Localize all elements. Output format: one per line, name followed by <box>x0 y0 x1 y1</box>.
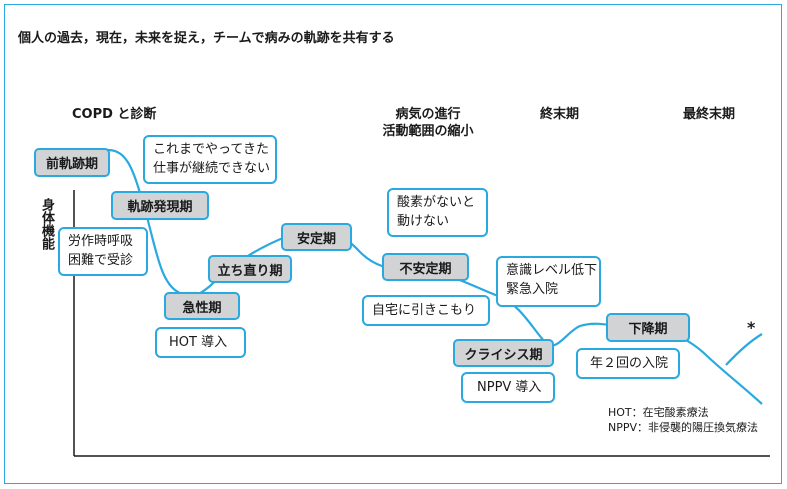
note-dyspnea-line2: 困難で受診 <box>68 253 134 268</box>
note-consciousness-line2: 緊急入院 <box>506 282 559 297</box>
note-no-oxygen: 酸素がないと 動けない <box>387 188 488 237</box>
stage-acute: 急性期 <box>164 292 240 320</box>
stage-unstable: 不安定期 <box>382 253 469 281</box>
phase-progression-line2: 活動範囲の縮小 <box>382 124 474 139</box>
phase-diagnosis: COPD と診断 <box>72 107 157 122</box>
note-work-line2: 仕事が継続できない <box>153 161 271 176</box>
note-consciousness-line1: 意識レベル低下 <box>506 263 598 278</box>
note-consciousness: 意識レベル低下 緊急入院 <box>496 256 601 307</box>
trajectory-uptick <box>725 333 763 366</box>
stage-pre-trajectory: 前軌跡期 <box>34 148 110 177</box>
note-no-oxygen-line2: 動けない <box>397 214 450 229</box>
stage-crisis: クライシス期 <box>453 339 554 367</box>
note-work-line1: これまでやってきた <box>153 142 269 157</box>
note-dyspnea-visit: 労作時呼吸 困難で受診 <box>58 227 148 276</box>
stage-trajectory-onset: 軌跡発現期 <box>111 191 209 220</box>
note-dyspnea-line1: 労作時呼吸 <box>68 234 134 249</box>
legend-hot: HOT：在宅酸素療法 <box>608 406 709 419</box>
figure-frame <box>4 4 782 484</box>
phase-progression-line1: 病気の進行 <box>395 107 461 122</box>
note-nppv: NPPV 導入 <box>461 372 555 403</box>
stage-comeback: 立ち直り期 <box>208 255 292 283</box>
legend-nppv: NPPV：非侵襲的陽圧換気療法 <box>608 421 759 434</box>
note-work-discontinued: これまでやってきた 仕事が継続できない <box>143 135 277 184</box>
stage-stable: 安定期 <box>281 223 352 251</box>
note-hot: HOT 導入 <box>155 327 246 358</box>
phase-progression: 病気の進行 活動範囲の縮小 <box>368 106 488 140</box>
phase-terminal: 終末期 <box>540 107 580 122</box>
note-no-oxygen-line1: 酸素がないと <box>397 195 476 210</box>
phase-final: 最終末期 <box>683 107 736 122</box>
asterisk-mark: * <box>747 318 756 337</box>
y-axis-label: 身体機能 <box>39 198 54 250</box>
stage-downward: 下降期 <box>606 313 690 342</box>
figure-title: 個人の過去，現在，未来を捉え，チームで病みの軌跡を共有する <box>18 31 395 46</box>
note-homebound: 自宅に引きこもり <box>362 295 490 326</box>
legend: HOT：在宅酸素療法 NPPV：非侵襲的陽圧換気療法 <box>608 405 758 435</box>
note-twice-hospitalized: 年２回の入院 <box>576 348 680 379</box>
